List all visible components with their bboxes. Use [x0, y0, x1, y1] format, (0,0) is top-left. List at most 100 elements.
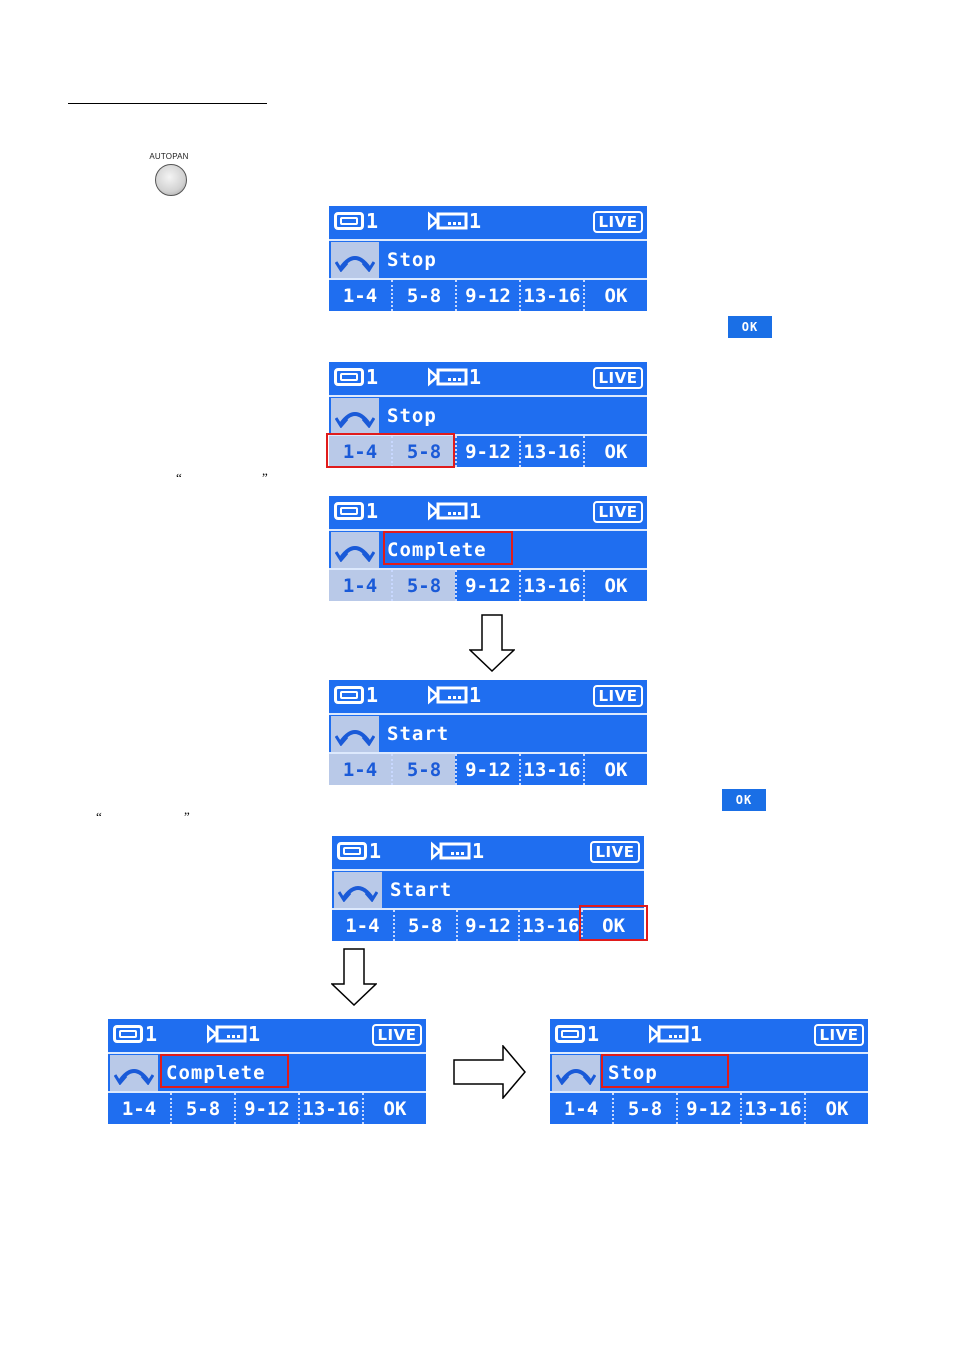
tab-ok[interactable]: OK — [581, 910, 644, 941]
tab-5-8[interactable]: 5-8 — [391, 280, 455, 311]
autopan-icon — [331, 532, 379, 568]
tab-9-12[interactable]: 9-12 — [455, 436, 519, 467]
monitor-number: 1 — [366, 365, 379, 389]
tab-1-4[interactable]: 1-4 — [329, 754, 391, 785]
monitor-icon — [555, 1025, 585, 1043]
divider — [329, 529, 647, 531]
live-badge: LIVE — [593, 501, 643, 523]
tab-9-12[interactable]: 9-12 — [234, 1093, 298, 1124]
tab-ok[interactable]: OK — [804, 1093, 868, 1124]
lcd-screen-1: 1 1 LIVE Stop 1-4 5-8 9-12 13-16 OK — [329, 206, 647, 311]
tab-row: 1-4 5-8 9-12 13-16 OK — [332, 910, 644, 941]
status-text: Complete — [387, 539, 487, 561]
camera-number: 1 — [248, 1022, 261, 1046]
tab-ok[interactable]: OK — [362, 1093, 426, 1124]
camera-icon — [428, 367, 468, 387]
tab-5-8[interactable]: 5-8 — [392, 910, 456, 941]
divider — [329, 278, 647, 280]
autopan-icon — [110, 1055, 158, 1091]
monitor-number: 1 — [366, 499, 379, 523]
live-badge: LIVE — [593, 211, 643, 233]
lcd-header: 1 1 LIVE — [329, 680, 647, 713]
tab-1-4[interactable]: 1-4 — [121, 1097, 157, 1120]
status-text: Start — [387, 723, 450, 745]
divider — [329, 713, 647, 715]
status-text: Stop — [608, 1062, 658, 1084]
section-title-underline — [68, 103, 267, 104]
divider — [550, 1091, 868, 1093]
lcd-screen-5: 1 1 LIVE Start 1-4 5-8 9-12 13-16 OK — [332, 836, 644, 941]
tab-13-16[interactable]: 13-16 — [519, 436, 583, 467]
camera-icon — [431, 841, 471, 861]
tab-1-4[interactable]: 1-4 — [563, 1097, 599, 1120]
tab-5-8[interactable]: 5-8 — [391, 436, 455, 467]
live-badge: LIVE — [814, 1024, 864, 1046]
tab-13-16[interactable]: 13-16 — [519, 280, 583, 311]
autopan-button[interactable]: AUTOPAN — [146, 152, 198, 196]
tab-13-16[interactable]: 13-16 — [740, 1093, 804, 1124]
tab-row: 1-4 5-8 9-12 13-16 OK — [329, 570, 647, 601]
selection-highlight — [326, 433, 455, 468]
camera-number: 1 — [472, 839, 485, 863]
monitor-icon — [334, 368, 364, 386]
lcd-screen-2: 1 1 LIVE Stop 1-4 5-8 9-12 13-16 OK — [329, 362, 647, 467]
lcd-header: 1 1 LIVE — [329, 496, 647, 529]
tab-1-4[interactable]: 1-4 — [329, 436, 391, 467]
tab-ok[interactable]: OK — [583, 436, 647, 467]
ok-button-icon: OK — [728, 316, 772, 338]
divider — [108, 1052, 426, 1054]
autopan-icon — [331, 398, 379, 434]
tab-5-8[interactable]: 5-8 — [391, 754, 455, 785]
camera-icon — [649, 1024, 689, 1044]
autopan-icon — [331, 716, 379, 752]
tab-ok[interactable]: OK — [583, 280, 647, 311]
tab-9-12[interactable]: 9-12 — [676, 1093, 740, 1124]
lcd-header: 1 1 LIVE — [550, 1019, 868, 1052]
tab-13-16[interactable]: 13-16 — [518, 910, 581, 941]
tab-row: 1-4 5-8 9-12 13-16 OK — [550, 1093, 868, 1124]
tab-9-12[interactable]: 9-12 — [455, 570, 519, 601]
tab-5-8[interactable]: 5-8 — [170, 1093, 234, 1124]
live-badge: LIVE — [372, 1024, 422, 1046]
tab-9-12[interactable]: 9-12 — [455, 910, 519, 941]
status-row: Start — [329, 716, 647, 752]
monitor-icon — [334, 686, 364, 704]
lcd-header: 1 1 LIVE — [108, 1019, 426, 1052]
tab-row: 1-4 5-8 9-12 13-16 OK — [329, 280, 647, 311]
ok-button-icon: OK — [722, 789, 766, 811]
camera-icon — [428, 685, 468, 705]
tab-13-16[interactable]: 13-16 — [298, 1093, 362, 1124]
camera-number: 1 — [690, 1022, 703, 1046]
autopan-button-circle[interactable] — [155, 164, 187, 196]
tab-1-4[interactable]: 1-4 — [345, 914, 380, 937]
lcd-screen-7: 1 1 LIVE Stop 1-4 5-8 9-12 13-16 OK — [550, 1019, 868, 1124]
tab-9-12[interactable]: 9-12 — [455, 754, 519, 785]
autopan-icon — [552, 1055, 600, 1091]
tab-5-8[interactable]: 5-8 — [612, 1093, 676, 1124]
tab-row: 1-4 5-8 9-12 13-16 OK — [108, 1093, 426, 1124]
lcd-header: 1 1 LIVE — [329, 206, 647, 239]
live-badge: LIVE — [593, 367, 643, 389]
status-text: Complete — [166, 1062, 266, 1084]
tab-1-4[interactable]: 1-4 — [342, 284, 378, 307]
lcd-screen-4: 1 1 LIVE Start 1-4 5-8 9-12 13-16 OK — [329, 680, 647, 785]
tab-ok[interactable]: OK — [583, 570, 647, 601]
tab-13-16[interactable]: 13-16 — [519, 754, 583, 785]
camera-number: 1 — [469, 683, 482, 707]
tab-5-8[interactable]: 5-8 — [391, 570, 455, 601]
status-highlight — [383, 531, 513, 565]
tab-13-16[interactable]: 13-16 — [519, 570, 583, 601]
autopan-button-label: AUTOPAN — [149, 152, 189, 161]
tab-row: 1-4 5-8 9-12 13-16 OK — [329, 754, 647, 785]
autopan-icon — [331, 242, 379, 278]
tab-1-4[interactable]: 1-4 — [329, 570, 391, 601]
live-badge: LIVE — [590, 841, 640, 863]
status-text: Start — [390, 879, 453, 901]
tab-ok[interactable]: OK — [583, 754, 647, 785]
divider — [332, 908, 644, 910]
divider — [329, 434, 647, 436]
camera-icon — [428, 501, 468, 521]
status-text: Stop — [387, 249, 437, 271]
tab-9-12[interactable]: 9-12 — [455, 280, 519, 311]
status-row: Complete — [329, 531, 647, 568]
